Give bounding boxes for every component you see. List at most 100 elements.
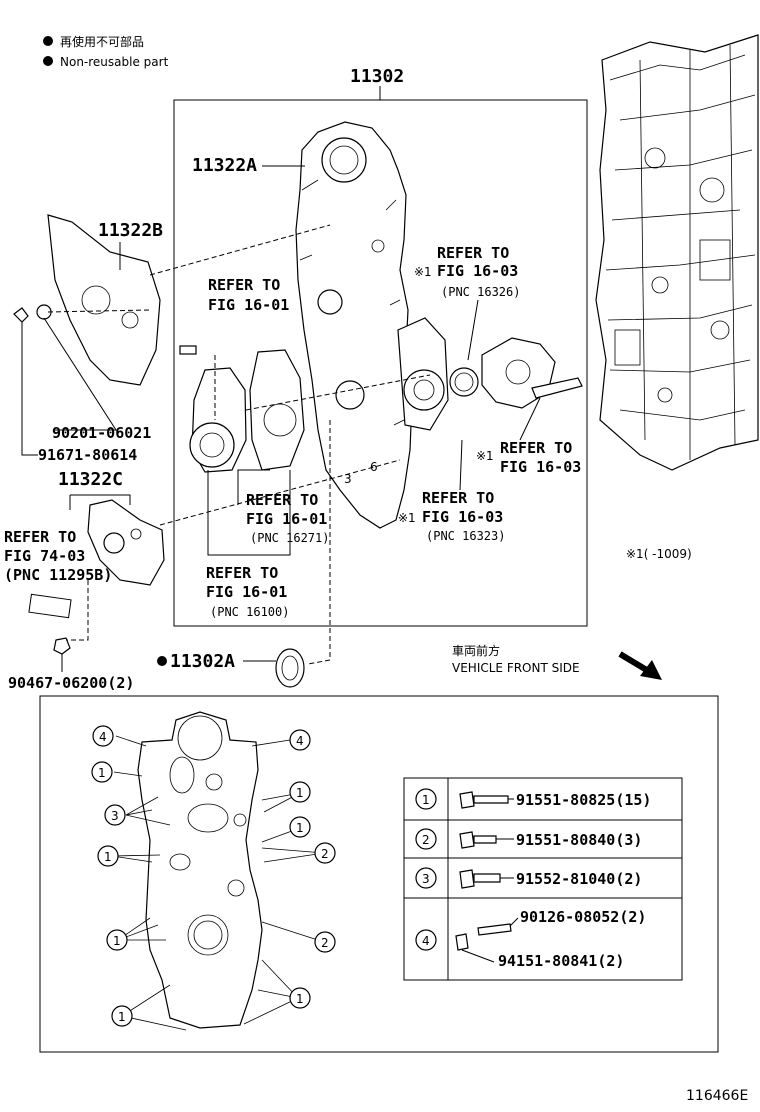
front-arrow-icon [618,651,662,680]
callout-1: 1 [97,845,119,867]
refer-r4: REFER TO FIG 16-01 (PNC 16271) [237,469,329,545]
bolt-table: 1 91551-80825(15) 2 91551-80840(3) 3 915… [403,777,683,981]
applicability-note: ※1( -1009) [626,547,692,561]
refer-r5: ※1 REFER TO FIG 16-03 (PNC 16323) [398,439,505,543]
svg-text:6: 6 [370,460,378,474]
refer-line1: REFER TO [422,489,494,507]
refer-pnc: (PNC 16323) [426,529,505,543]
callout-1: 1 [91,761,113,783]
label-11322A: 11322A [192,155,257,176]
refer-line1: REFER TO [246,491,318,509]
table-row: 2 91551-80840(3) [415,828,642,850]
oil-pump-parts [449,337,583,409]
part-number: 91552-81040(2) [516,870,642,888]
refer-line2: FIG 74-03 [4,547,85,565]
part-number: 90126-08052(2) [520,908,646,926]
callout-2: 2 [314,842,336,864]
callout-number: 1 [118,1010,126,1024]
direction-en: VEHICLE FRONT SIDE [452,661,580,675]
non-reusable-bullet-icon [43,36,53,46]
callout-1: 1 [111,1005,133,1027]
refer-r3: ※1 REFER TO FIG 16-03 [476,397,581,476]
refer-mark: ※1 [476,449,494,463]
callout-number: 1 [296,786,304,800]
refer-line2: FIG 16-01 [208,296,289,314]
refer-pnc: (PNC 11295B) [4,566,112,584]
legend-en: Non-reusable part [60,55,169,69]
gasket-strip [28,593,72,619]
callout-number: 1 [296,821,304,835]
callouts-detail: 4 4 1 3 1 1 2 1 1 2 1 1 [91,725,336,1027]
plate-11322B [47,214,161,386]
refer-pnc: (PNC 16100) [210,605,289,619]
callout-number: 4 [296,734,304,748]
refer-r7: REFER TO FIG 74-03 (PNC 11295B) [4,528,112,584]
legend: 再使用不可部品 Non-reusable part [43,34,169,69]
part-number: 91551-80840(3) [516,831,642,849]
refer-line1: REFER TO [206,564,278,582]
callout-1: 1 [289,816,311,838]
timing-chain-cover: 3 6 [295,121,449,529]
label-91671-80614: 91671-80614 [38,446,137,464]
refer-line1: REFER TO [500,439,572,457]
plug-90467 [53,637,71,655]
label-11322C: 11322C [58,469,123,490]
callout-1: 1 [106,929,128,951]
refer-line1: REFER TO [4,528,76,546]
oil-seal-11302A [275,648,305,688]
part-number: 91551-80825(15) [516,791,651,809]
callout-4: 4 [92,725,114,747]
refer-line2: FIG 16-03 [422,508,503,526]
refer-r1: ※1 REFER TO FIG 16-03 (PNC 16326) [414,244,520,361]
refer-line1: REFER TO [208,276,280,294]
bolt-location-box [39,695,719,1053]
refer-line1: REFER TO [437,244,509,262]
legend-jp: 再使用不可部品 [60,34,144,49]
callout-1: 1 [289,987,311,1009]
refer-line2: FIG 16-01 [246,510,327,528]
refer-r2: REFER TO FIG 16-01 [208,276,289,314]
callout-1: 1 [289,781,311,803]
callout-leaders [111,735,325,1031]
table-row: 3 91552-81040(2) [415,867,642,889]
callout-number: 1 [296,992,304,1006]
table-row: 1 91551-80825(15) [415,788,651,810]
refer-pnc: (PNC 16326) [441,285,520,299]
refer-r6: REFER TO FIG 16-01 (PNC 16100) [206,470,291,619]
refer-mark: ※1 [398,511,416,525]
svg-text:3: 3 [344,472,352,486]
callout-number: 1 [113,934,121,948]
part-number: 94151-80841(2) [498,952,624,970]
direction-jp: 車両前方 [452,643,500,658]
table-key: 2 [422,833,430,847]
label-90467-06200: 90467-06200(2) [8,674,134,692]
callout-number: 1 [104,850,112,864]
callout-number: 4 [99,730,107,744]
refer-mark: ※1 [414,265,432,279]
label-11322B: 11322B [98,220,163,241]
label-11302A: 11302A [170,651,235,672]
plate-11322C [87,499,165,586]
table-row: 4 90126-08052(2) 94151-80841(2) [415,908,646,970]
document-id: 116466E [686,1088,748,1104]
engine-block-illustration [595,34,759,471]
callout-number: 2 [321,847,329,861]
callout-4: 4 [289,729,311,751]
refer-line2: FIG 16-01 [206,583,287,601]
label-11302: 11302 [350,66,404,87]
non-reusable-bullet-icon [43,56,53,66]
table-key: 3 [422,872,430,886]
callout-3: 3 [104,804,126,826]
callout-number: 1 [98,766,106,780]
callout-number: 2 [321,936,329,950]
refer-line2: FIG 16-03 [437,262,518,280]
callout-number: 3 [111,809,119,823]
water-pump-group [179,345,305,473]
refer-line2: FIG 16-03 [500,458,581,476]
table-key: 4 [422,934,430,948]
non-reusable-bullet-icon [157,656,167,666]
table-key: 1 [422,793,430,807]
callout-2: 2 [314,931,336,953]
cover-outline-detail [137,711,263,1029]
